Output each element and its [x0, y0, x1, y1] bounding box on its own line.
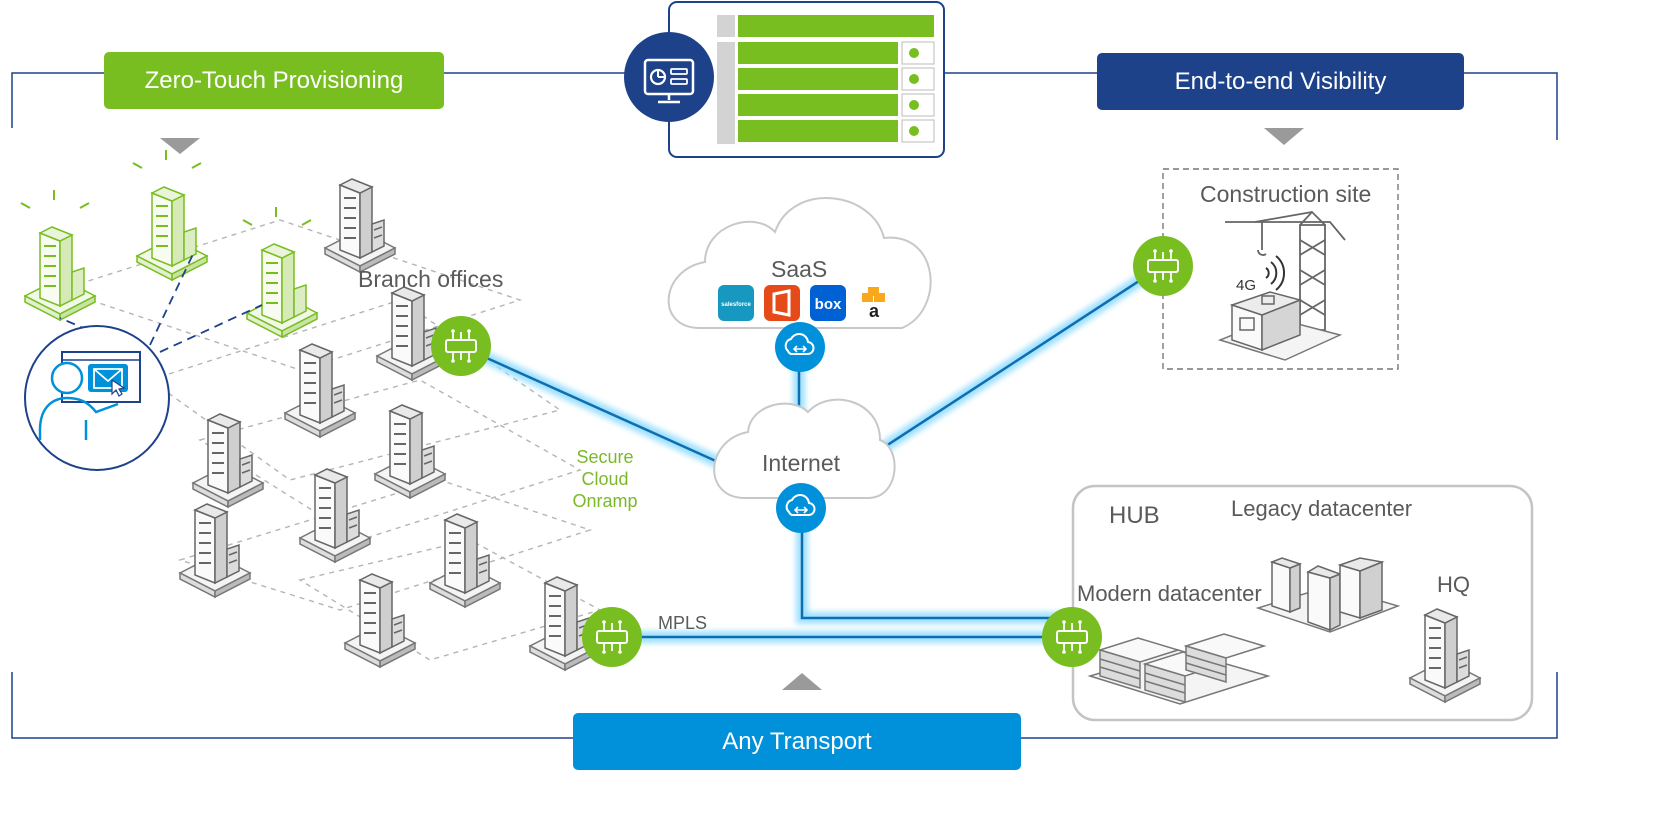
dashboard-monitor-icon	[624, 32, 714, 122]
admin-user-icon	[24, 325, 170, 471]
building-icon	[132, 149, 208, 281]
hq-label: HQ	[1437, 572, 1470, 597]
mpls-label: MPLS	[658, 613, 708, 633]
building-icon	[192, 413, 264, 508]
modern-datacenter-label: Modern datacenter	[1077, 581, 1262, 606]
saas-app-icons: salesforce box a	[718, 285, 892, 321]
ztp-banner: Zero-Touch Provisioning	[104, 52, 444, 109]
internet-cloud	[713, 398, 896, 499]
cloud-gateway-icon	[774, 321, 826, 373]
building-icon	[284, 343, 356, 438]
construction-site-label: Construction site	[1200, 181, 1372, 207]
svg-text:salesforce: salesforce	[721, 302, 751, 308]
sdwan-edge-icon	[1132, 235, 1194, 297]
onramp-line-2: Cloud	[581, 469, 629, 489]
hub-area	[1071, 484, 1534, 722]
network-links	[454, 260, 1168, 643]
dashboard-panel	[668, 1, 945, 158]
sdwan-edge-icon	[581, 606, 643, 668]
box-icon: box	[810, 285, 846, 321]
sdwan-edge-icon	[430, 315, 492, 377]
building-icon	[242, 206, 318, 338]
transport-banner: Any Transport	[573, 713, 1021, 770]
chevron-up-icon	[782, 673, 822, 690]
building-icon	[429, 513, 501, 608]
legacy-datacenter-label: Legacy datacenter	[1231, 496, 1413, 521]
office-icon	[764, 285, 800, 321]
onramp-line-3: Onramp	[572, 491, 638, 511]
frame-bottom-left	[11, 672, 573, 739]
building-icon	[20, 189, 96, 321]
cloud-gateway-icon	[775, 482, 827, 534]
saas-label: SaaS	[771, 256, 828, 282]
provisioned-buildings	[20, 149, 318, 338]
legacy-datacenter-icon	[1255, 557, 1401, 633]
modern-datacenter-icon	[1087, 633, 1271, 705]
frame-bottom-right	[1020, 672, 1558, 739]
onramp-line-1: Secure	[576, 447, 634, 467]
crane-icon	[1225, 210, 1346, 331]
salesforce-icon: salesforce	[718, 285, 754, 321]
building-icon	[344, 573, 416, 668]
signal-icon	[1265, 255, 1286, 291]
sdwan-edge-icon	[1041, 606, 1103, 668]
secure-cloud-onramp-label: Secure Cloud Onramp	[560, 446, 650, 512]
building-icon	[374, 404, 446, 499]
amazon-icon: a	[856, 285, 892, 321]
internet-label: Internet	[762, 450, 840, 476]
site-cabin	[1217, 291, 1343, 361]
svg-text:a: a	[869, 301, 880, 321]
signal-label: 4G	[1236, 277, 1257, 294]
branch-offices-label: Branch offices	[358, 266, 504, 292]
hq-building-icon	[1409, 608, 1481, 703]
visibility-banner: End-to-end Visibility	[1097, 53, 1464, 110]
building-icon	[324, 178, 396, 273]
chevron-down-icon	[160, 138, 200, 154]
svg-text:box: box	[815, 296, 842, 313]
building-icon	[299, 468, 371, 563]
hub-label: HUB	[1109, 502, 1160, 529]
chevron-down-icon	[1264, 128, 1304, 145]
building-icon	[179, 503, 251, 598]
